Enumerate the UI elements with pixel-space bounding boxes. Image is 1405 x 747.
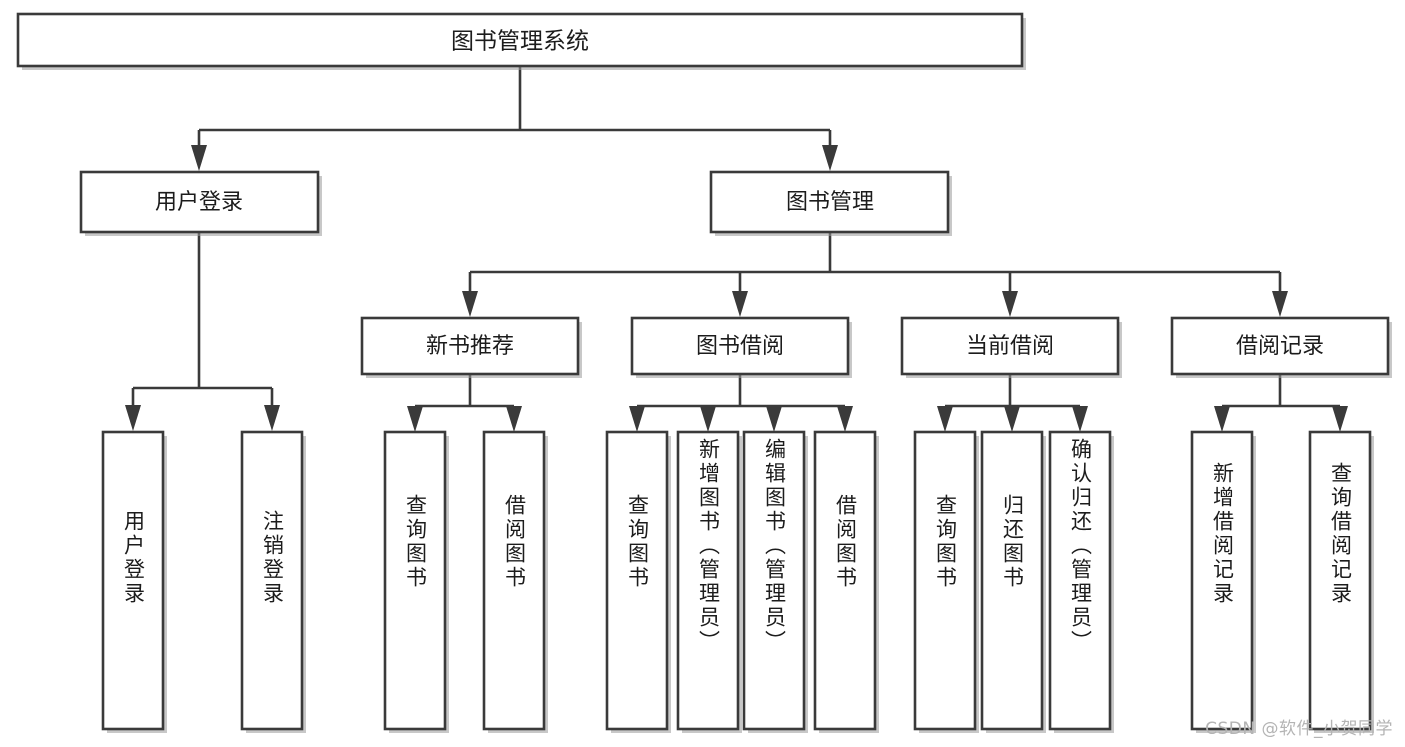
node-borrow-record[interactable]: 借阅记录: [1170, 316, 1392, 378]
node-current-borrow[interactable]: 当前借阅: [900, 316, 1122, 378]
node-leaf-query-book-3-rect: [913, 430, 977, 731]
arrow-head-leaf-query-record: [1332, 406, 1348, 432]
node-new-book-rec-rect: [360, 316, 580, 376]
node-root-rect: [16, 12, 1024, 68]
node-leaf-query-record-rect: [1308, 430, 1372, 731]
connector-group-user-login: [125, 232, 280, 431]
node-borrow-record-rect: [1170, 316, 1390, 376]
node-user-login-label: 用户登录: [155, 190, 243, 215]
node-book-borrow[interactable]: 图书借阅: [630, 316, 852, 378]
node-book-borrow-label: 图书借阅: [696, 334, 784, 359]
node-borrow-record-label: 借阅记录: [1236, 334, 1324, 359]
node-leaf-query-book-2-rect: [605, 430, 669, 731]
node-leaf-user-login-rect: [101, 430, 165, 731]
arrow-head-leaf-confirm-return: [1072, 406, 1088, 432]
node-leaf-confirm-return[interactable]: [1048, 430, 1114, 733]
node-leaf-borrow-book-1[interactable]: [482, 430, 548, 733]
connector-group-current-borrow: [937, 374, 1088, 432]
node-book-manage[interactable]: 图书管理: [709, 170, 952, 236]
arrow-head-leaf-add-record: [1214, 406, 1230, 432]
arrow-head-book-borrow: [732, 291, 748, 317]
node-new-book-rec-label: 新书推荐: [426, 334, 514, 359]
arrow-head-current-borrow: [1002, 291, 1018, 317]
node-leaf-add-book-rect: [676, 430, 740, 731]
node-leaf-confirm-return-rect: [1048, 430, 1112, 731]
arrow-head-leaf-query-book-2: [629, 406, 645, 432]
node-root-label: 图书管理系统: [451, 29, 589, 55]
node-leaf-borrow-book-2[interactable]: [813, 430, 879, 733]
node-leaf-edit-book-rect: [742, 430, 806, 731]
arrow-head-leaf-borrow-book-2: [837, 406, 853, 432]
node-leaf-add-record-rect: [1190, 430, 1254, 731]
node-root[interactable]: 图书管理系统: [16, 12, 1026, 70]
node-leaf-logout-rect: [240, 430, 304, 731]
connector-group-borrow-record: [1214, 374, 1348, 432]
node-user-login-rect: [79, 170, 320, 234]
node-leaf-add-book[interactable]: [676, 430, 742, 733]
arrow-head-leaf-edit-book: [766, 406, 782, 432]
node-leaf-logout[interactable]: [240, 430, 306, 733]
node-leaf-return-book-rect: [980, 430, 1044, 731]
node-current-borrow-rect: [900, 316, 1120, 376]
arrow-head-leaf-logout: [264, 405, 280, 431]
connector-group-new-book-rec: [407, 374, 522, 432]
node-leaf-user-login[interactable]: [101, 430, 167, 733]
node-leaf-query-book-2[interactable]: [605, 430, 671, 733]
arrow-head-leaf-return-book: [1004, 406, 1020, 432]
arrow-head-leaf-borrow-book-1: [506, 406, 522, 432]
node-book-manage-rect: [709, 170, 950, 234]
arrow-head-user-login: [191, 145, 207, 171]
node-leaf-query-book-1[interactable]: [383, 430, 449, 733]
arrow-head-leaf-user-login: [125, 405, 141, 431]
arrow-head-book-manage: [822, 145, 838, 171]
node-user-login[interactable]: 用户登录: [79, 170, 322, 236]
arrow-head-leaf-add-book: [700, 406, 716, 432]
node-leaf-query-record[interactable]: [1308, 430, 1374, 733]
arrow-head-new-book-rec: [462, 291, 478, 317]
node-current-borrow-label: 当前借阅: [966, 334, 1054, 359]
connector-group-root: [191, 66, 838, 171]
arrow-head-leaf-query-book-1: [407, 406, 423, 432]
csdn-watermark: CSDN @软件_小贺同学: [1205, 719, 1393, 739]
node-leaf-add-record[interactable]: [1190, 430, 1256, 733]
node-leaf-borrow-book-2-rect: [813, 430, 877, 731]
arrow-head-leaf-query-book-3: [937, 406, 953, 432]
node-leaf-query-book-3[interactable]: [913, 430, 979, 733]
node-new-book-rec[interactable]: 新书推荐: [360, 316, 582, 378]
node-leaf-query-book-1-rect: [383, 430, 447, 731]
connector-group-book-manage: [462, 232, 1288, 317]
node-leaf-borrow-book-1-rect: [482, 430, 546, 731]
connector-group-book-borrow: [629, 374, 853, 432]
node-book-manage-label: 图书管理: [786, 190, 874, 215]
node-leaf-return-book[interactable]: [980, 430, 1046, 733]
node-book-borrow-rect: [630, 316, 850, 376]
arrow-head-borrow-record: [1272, 291, 1288, 317]
node-leaf-edit-book[interactable]: [742, 430, 808, 733]
